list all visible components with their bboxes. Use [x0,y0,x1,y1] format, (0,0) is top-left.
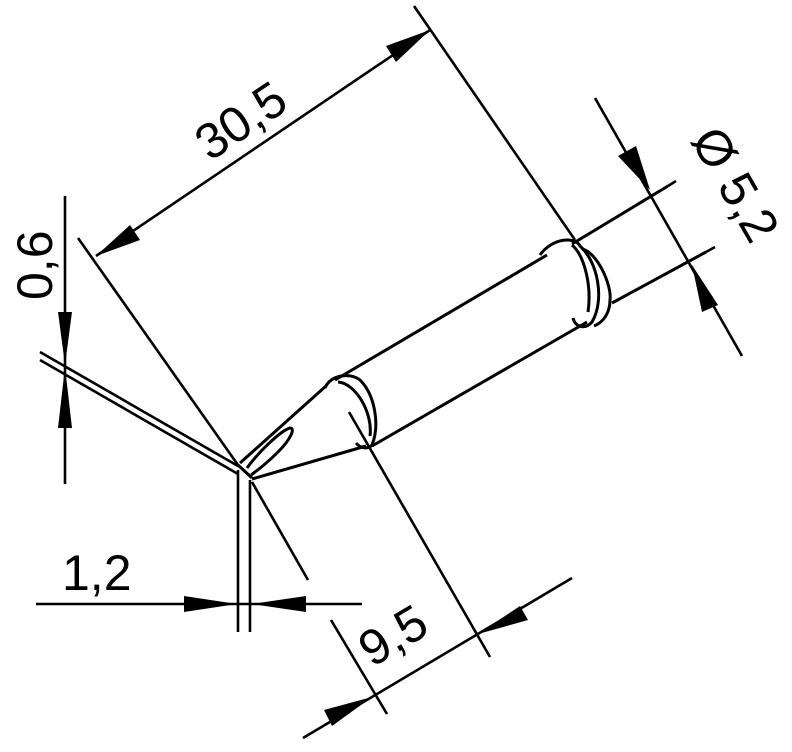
arrow-upper [478,606,528,634]
extension-line-tip [76,237,240,466]
soldering-tip-outline [236,184,707,481]
collar-ring-outer [538,238,601,329]
cone-top-edge [238,384,328,465]
arrow-up [58,367,72,428]
cone-bottom-edge [251,444,367,481]
extension-line-top [667,179,677,188]
arrow-left [251,596,306,612]
label-30-5: 30,5 [185,70,297,171]
arrow-right [184,596,237,612]
shaft-bottom-edge [371,320,588,448]
arrow-lower [324,697,372,726]
arrow-bottom [692,265,718,312]
shank-top-edge [571,184,669,246]
label-0-6: 0,6 [7,230,63,300]
shaft-top-edge [334,253,548,382]
arrow-top [618,146,650,190]
shank-bottom-edge [611,250,707,305]
front-ring-inner [337,380,372,437]
extension-line-shank [412,5,577,241]
dimension-shank-diameter: Ø5,2 [593,97,790,357]
extension-line-tip [329,619,389,715]
thickness-line-a [39,350,239,468]
label-diameter-5-2: Ø5,2 [680,118,790,252]
thickness-line-b [39,358,239,476]
dimension-tip-width: 1,2 [36,470,362,632]
dimension-overall-length: 30,5 [76,5,577,466]
arrow-right [386,30,430,62]
dimension-tip-thickness: 0,6 [7,196,239,484]
label-1-2: 1,2 [62,545,132,601]
collar-ring-groove [570,243,591,313]
collar-ring-inner [581,247,612,328]
extension-line-ring [347,411,492,658]
tip-axis-line [250,481,310,581]
extension-line-bottom [705,245,716,254]
dimension-line-30-5 [95,28,431,258]
arrow-down [58,312,72,365]
dimension-taper-length: 9,5 [302,411,573,740]
diameter-symbol: Ø [680,118,748,180]
arrow-left [96,225,140,256]
dimension-line-5-2 [593,97,744,357]
diameter-value: 5,2 [707,163,790,251]
chisel-facet [245,426,294,477]
tip-end [236,463,254,480]
